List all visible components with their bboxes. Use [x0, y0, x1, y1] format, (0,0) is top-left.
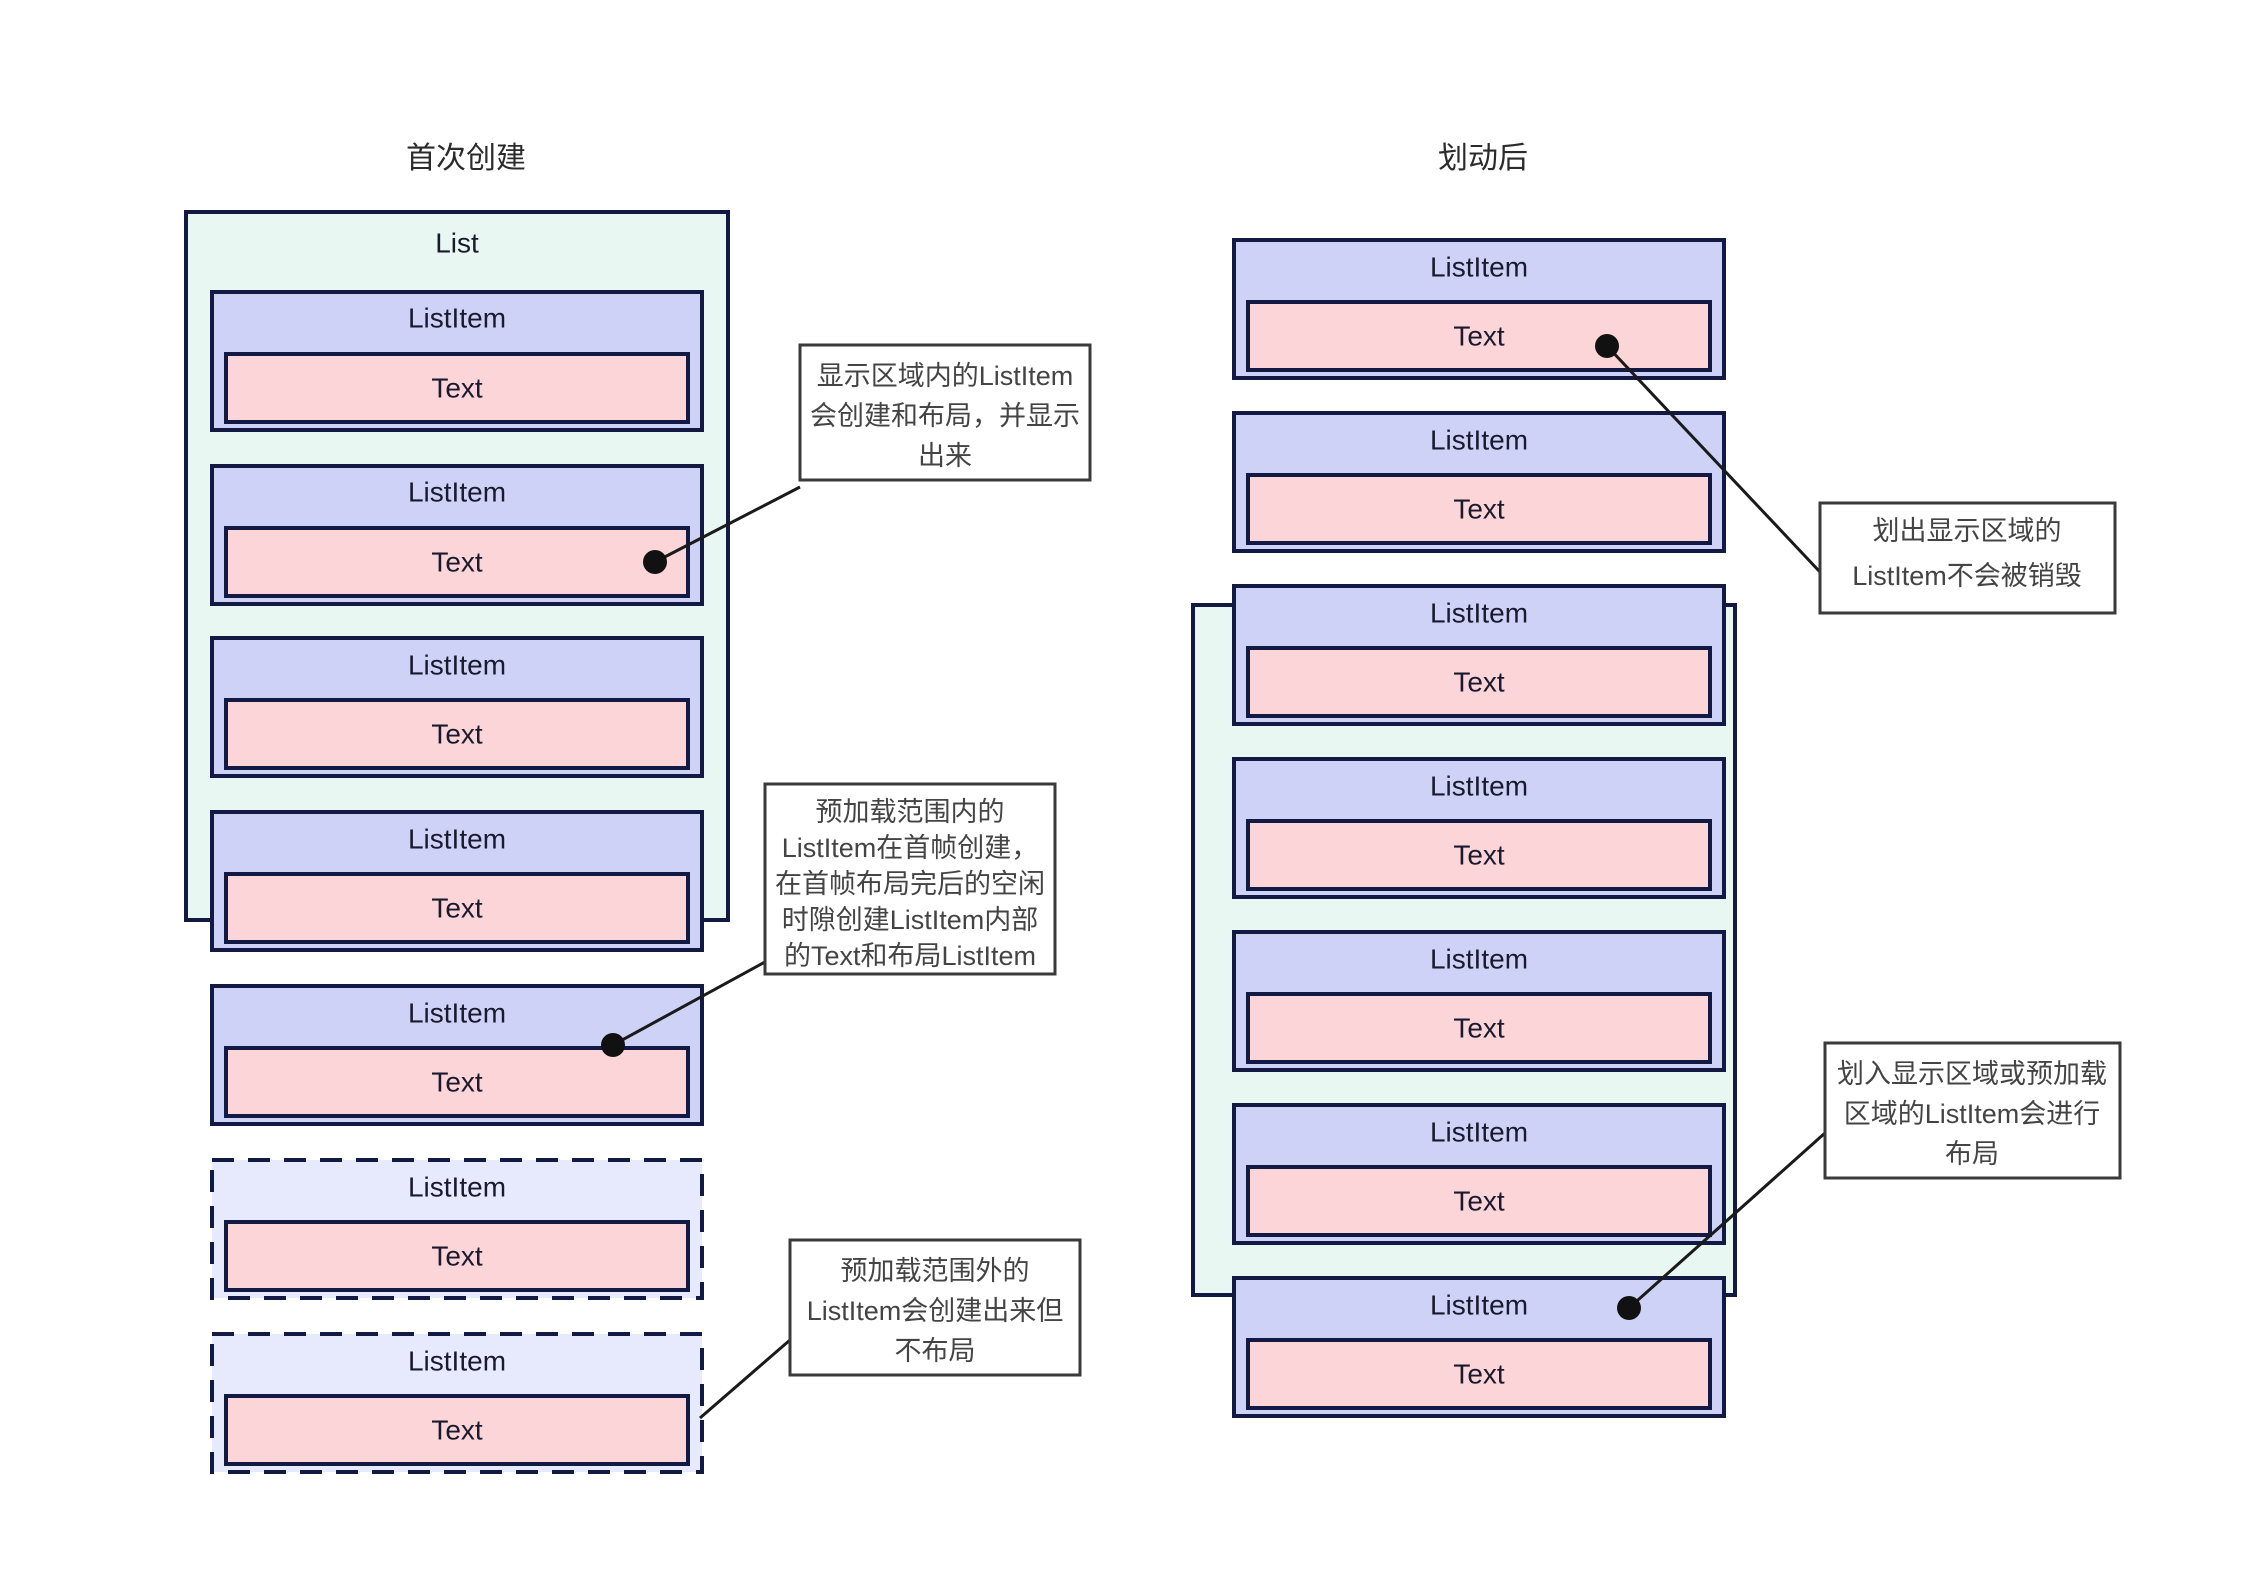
text-label: Text: [1453, 1185, 1505, 1216]
list-item[interactable]: ListItem Text: [210, 810, 704, 952]
note-box: [763, 782, 1057, 976]
note-line: 划入显示区域或预加载: [1837, 1059, 2107, 1089]
text-box: [1246, 992, 1712, 1064]
text-label: Text: [431, 1066, 483, 1097]
text-label: Text: [1453, 493, 1505, 524]
text-label: Text: [431, 892, 483, 923]
text-label: Text: [431, 1240, 483, 1271]
text-label: Text: [431, 1414, 483, 1445]
text-box: [224, 698, 690, 770]
text-box: [224, 352, 690, 424]
listitem-label: ListItem: [408, 476, 506, 507]
leader-line-note-preload-inside: [612, 960, 766, 1047]
listitem-label: ListItem: [1430, 597, 1528, 628]
text-box: [1246, 300, 1712, 372]
note-line: 显示区域内的ListItem: [817, 361, 1074, 391]
leader-dot-note-visible-area: [643, 550, 667, 574]
annotation-note-preload-inside: 预加载范围内的 ListItem在首帧创建， 在首帧布局完后的空闲 时隙创建Li…: [763, 782, 1057, 976]
text-label: Text: [1453, 839, 1505, 870]
note-box: [788, 1238, 1082, 1377]
text-box: [224, 1046, 690, 1118]
list-item[interactable]: ListItem Text: [210, 636, 704, 778]
listitem-label: ListItem: [1430, 943, 1528, 974]
leader-dot-note-scrolled-out: [1595, 334, 1619, 358]
list-item[interactable]: ListItem Text: [1232, 1276, 1726, 1418]
note-line: ListItem在首帧创建，: [782, 833, 1039, 863]
text-box: [1246, 1165, 1712, 1237]
note-line: 布局: [1945, 1139, 1999, 1169]
text-box: [1246, 646, 1712, 718]
text-label: Text: [1453, 1012, 1505, 1043]
leader-dot-note-scrolled-in: [1617, 1296, 1641, 1320]
listitem-label: ListItem: [408, 302, 506, 333]
listitem-label: ListItem: [408, 649, 506, 680]
list-item[interactable]: ListItem Text: [1232, 238, 1726, 380]
listitem-label: ListItem: [1430, 1289, 1528, 1320]
note-line: ListItem会创建出来但: [807, 1296, 1064, 1326]
list-item[interactable]: ListItem Text: [1232, 584, 1726, 726]
note-line: 不布局: [895, 1336, 976, 1366]
listitem-label: ListItem: [1430, 770, 1528, 801]
list-item[interactable]: ListItem Text: [1232, 930, 1726, 1072]
column-title-initial-create: 首次创建: [406, 142, 526, 175]
list-item[interactable]: ListItem Text: [210, 464, 704, 606]
listitem-label: ListItem: [408, 1345, 506, 1376]
note-line: 的Text和布局ListItem: [784, 941, 1036, 971]
listitem-label: ListItem: [1430, 1116, 1528, 1147]
note-line: 在首帧布局完后的空闲: [775, 869, 1045, 899]
list-item[interactable]: ListItem Text: [1232, 757, 1726, 899]
text-box: [224, 1394, 690, 1466]
note-line: 预加载范围外的: [841, 1256, 1030, 1286]
text-label: Text: [1453, 320, 1505, 351]
list-item-unlaidout[interactable]: ListItem Text: [210, 1158, 704, 1300]
annotation-note-scrolled-out: 划出显示区域的 ListItem不会被销毁: [1818, 501, 2117, 615]
text-box: [1246, 819, 1712, 891]
leader-line-note-preload-outside: [699, 1338, 791, 1420]
text-label: Text: [431, 546, 483, 577]
list-item[interactable]: ListItem Text: [210, 984, 704, 1126]
list-item[interactable]: ListItem Text: [210, 290, 704, 432]
leader-line-note-scrolled-out: [1605, 344, 1822, 574]
text-box: [1246, 1338, 1712, 1410]
annotation-note-preload-outside: 预加载范围外的 ListItem会创建出来但 不布局: [788, 1238, 1082, 1377]
annotation-note-visible-area: 显示区域内的ListItem 会创建和布局，并显示 出来: [798, 343, 1092, 482]
note-line: 区域的ListItem会进行: [1844, 1099, 2101, 1129]
text-label: Text: [431, 372, 483, 403]
list-container-label: List: [435, 227, 479, 258]
leader-line-note-visible-area: [654, 485, 801, 564]
list-item[interactable]: ListItem Text: [1232, 411, 1726, 553]
text-box: [1246, 473, 1712, 545]
note-box: [798, 343, 1092, 482]
listitem-label: ListItem: [408, 1171, 506, 1202]
text-label: Text: [431, 718, 483, 749]
listitem-label: ListItem: [408, 823, 506, 854]
text-box: [224, 526, 690, 598]
note-line: 出来: [918, 441, 972, 471]
annotation-note-scrolled-in: 划入显示区域或预加载 区域的ListItem会进行 布局: [1823, 1041, 2122, 1180]
note-line: 时隙创建ListItem内部: [782, 905, 1039, 935]
note-line: 会创建和布局，并显示: [810, 401, 1080, 431]
text-box: [224, 872, 690, 944]
column-title-after-swipe: 划动后: [1438, 142, 1528, 175]
listitem-label: ListItem: [408, 997, 506, 1028]
text-box: [224, 1220, 690, 1292]
leader-dot-note-preload-inside: [601, 1033, 625, 1057]
note-line: ListItem不会被销毁: [1852, 561, 2082, 591]
note-line: 预加载范围内的: [816, 797, 1005, 827]
note-line: 划出显示区域的: [1873, 516, 2062, 546]
listitem-label: ListItem: [1430, 251, 1528, 282]
note-box: [1818, 501, 2117, 615]
leader-line-note-scrolled-in: [1628, 1131, 1826, 1310]
list-item[interactable]: ListItem Text: [1232, 1103, 1726, 1245]
listitem-label: ListItem: [1430, 424, 1528, 455]
text-label: Text: [1453, 666, 1505, 697]
note-box: [1823, 1041, 2122, 1180]
list-item-unlaidout[interactable]: ListItem Text: [210, 1332, 704, 1474]
text-label: Text: [1453, 1358, 1505, 1389]
